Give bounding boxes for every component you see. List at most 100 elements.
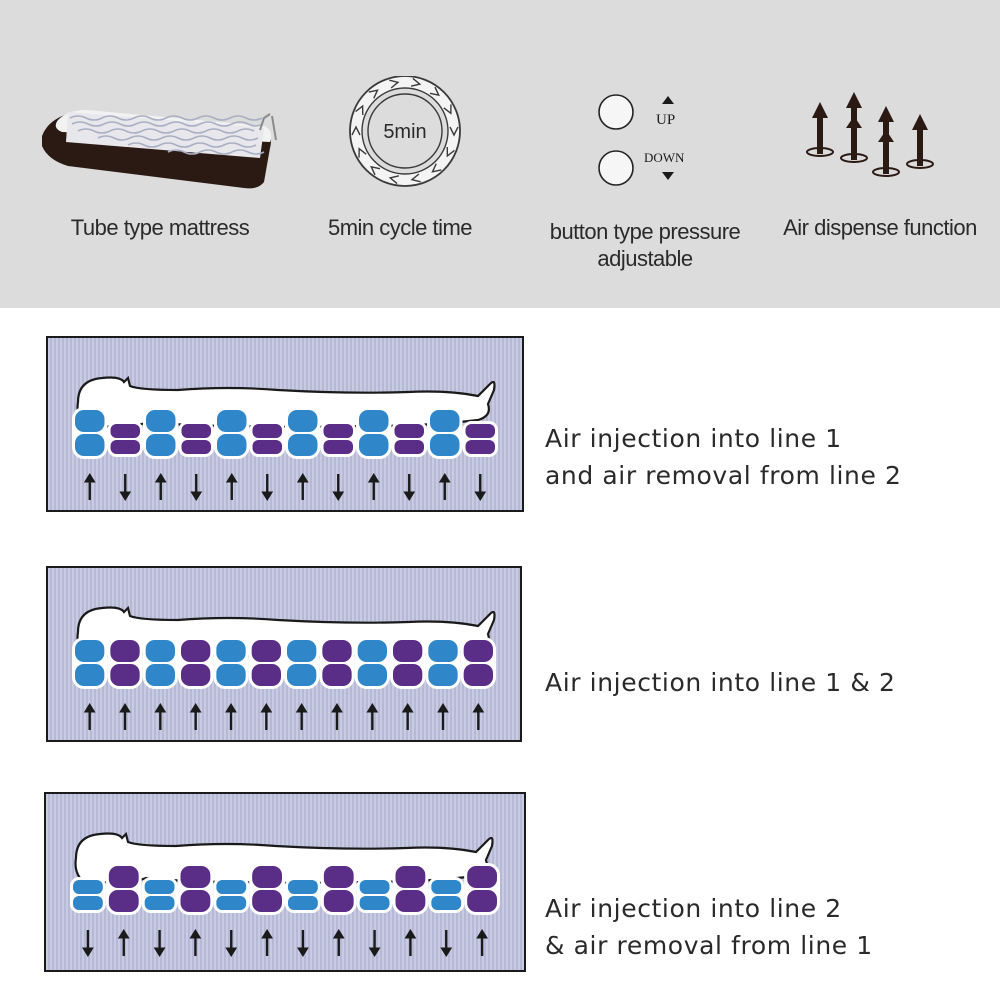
arrow-down-icon xyxy=(153,930,166,957)
down-text: DOWN xyxy=(644,150,685,165)
timer-text: 5min xyxy=(383,121,426,143)
arrow-up-icon xyxy=(476,929,488,956)
tube-line-1 xyxy=(427,407,463,459)
tube-line-1 xyxy=(141,877,178,913)
down-triangle-icon xyxy=(662,172,674,180)
tube-line-2 xyxy=(178,637,214,689)
feature-cycle-time: 5min 5min cycle time xyxy=(300,0,500,308)
arrow-down-icon xyxy=(368,930,381,957)
tube-line-2 xyxy=(391,421,427,457)
diagram-caption-2: Air injection into line 1 & 2 xyxy=(545,664,895,701)
down-button-icon xyxy=(598,150,634,186)
caption-line: & air removal from line 1 xyxy=(545,931,873,960)
arrow-down-icon xyxy=(190,474,203,501)
arrow-up-icon xyxy=(261,929,273,956)
pressure-buttons-icon: UP DOWN xyxy=(592,86,732,200)
feature-label: Air dispense function xyxy=(783,215,977,240)
tube-line-2 xyxy=(249,421,285,457)
tube-line-2 xyxy=(320,863,357,915)
tube-line-1 xyxy=(284,637,320,689)
arrow-up-icon xyxy=(117,929,130,956)
arrow-down-icon xyxy=(225,930,238,957)
up-text: UP xyxy=(656,112,675,128)
arrow-up-icon xyxy=(154,703,167,730)
tube-line-2 xyxy=(178,421,214,457)
arrow-down-icon xyxy=(119,474,132,501)
arrow-up-icon xyxy=(225,703,237,730)
tube-line-1 xyxy=(285,407,321,459)
tube-line-1 xyxy=(72,407,108,459)
feature-air-dispense: Air dispense function xyxy=(770,0,990,308)
feature-label: Tube type mattress xyxy=(70,215,250,240)
cycle-timer-icon: 5min xyxy=(346,75,464,198)
arrow-up-icon xyxy=(438,473,451,500)
arrow-up-icon xyxy=(295,703,308,730)
feature-label: button type pressure adjustable xyxy=(549,219,741,271)
arrow-up-icon xyxy=(154,473,167,500)
arrow-down-icon xyxy=(474,474,487,501)
arrow-up-icon xyxy=(119,703,131,730)
tube-line-2 xyxy=(177,863,214,915)
arrow-up-icon xyxy=(296,473,309,500)
arrow-up-icon xyxy=(472,703,485,730)
diagram-caption-1: Air injection into line 1 and air remova… xyxy=(545,420,902,494)
tube-line-1 xyxy=(143,407,179,459)
caption-line: Air injection into line 2 xyxy=(545,894,842,923)
arrow-up-icon xyxy=(437,703,449,730)
tube-line-2 xyxy=(107,637,143,689)
arrow-down-icon xyxy=(403,474,416,501)
tube-mattress-icon xyxy=(38,100,288,196)
tube-line-1 xyxy=(213,637,249,689)
tube-line-1 xyxy=(285,877,321,913)
diagram-panel-3 xyxy=(44,792,526,972)
feature-band: Tube type mattress 5min 5min cycle time … xyxy=(0,0,1000,308)
tube-line-2 xyxy=(319,637,355,689)
up-triangle-icon xyxy=(662,96,674,104)
arrow-up-icon xyxy=(367,473,380,500)
tube-line-2 xyxy=(390,637,426,689)
arrow-up-icon xyxy=(189,929,202,956)
tube-line-2 xyxy=(105,863,142,915)
arrow-up-icon xyxy=(331,703,343,730)
diagram-panel-2 xyxy=(46,566,522,742)
arrow-up-icon xyxy=(225,473,238,500)
arrow-up-icon xyxy=(401,703,414,730)
arrow-up-icon xyxy=(189,703,202,730)
tube-line-2 xyxy=(460,637,496,689)
feature-label: 5min cycle time xyxy=(327,215,473,240)
arrow-down-icon xyxy=(261,474,274,501)
caption-line: Air injection into line 1 xyxy=(545,424,842,453)
feature-tube-mattress: Tube type mattress xyxy=(20,0,300,308)
tube-line-1 xyxy=(425,637,461,689)
arrow-down-icon xyxy=(297,930,309,957)
tube-line-1 xyxy=(70,877,106,913)
tube-line-2 xyxy=(392,863,429,915)
up-button-icon xyxy=(598,94,634,130)
arrow-up-icon xyxy=(366,703,379,730)
tube-line-1 xyxy=(72,637,108,689)
tube-line-1 xyxy=(354,637,390,689)
tube-line-1 xyxy=(214,407,250,459)
arrow-up-icon xyxy=(83,473,96,500)
diagram-caption-3: Air injection into line 2 & air removal … xyxy=(545,890,873,964)
arrow-up-icon xyxy=(404,929,417,956)
tube-line-2 xyxy=(320,421,356,457)
tube-line-2 xyxy=(107,421,143,457)
tube-line-2 xyxy=(249,863,285,915)
tube-line-2 xyxy=(464,863,500,915)
arrow-down-icon xyxy=(332,474,345,501)
air-dispense-arrows-icon xyxy=(802,88,942,188)
arrow-down-icon xyxy=(440,930,453,957)
caption-line: and air removal from line 2 xyxy=(545,461,902,490)
arrow-up-icon xyxy=(83,703,96,730)
arrow-up-icon xyxy=(332,929,345,956)
tube-line-1 xyxy=(213,877,250,913)
tube-line-1 xyxy=(142,637,178,689)
caption-line: Air injection into line 1 & 2 xyxy=(545,668,896,697)
diagram-panel-1 xyxy=(46,336,524,512)
tube-line-1 xyxy=(356,877,393,913)
feature-pressure-buttons: UP DOWN button type pressure adjustable xyxy=(520,0,770,308)
tube-line-2 xyxy=(462,421,498,457)
tube-line-1 xyxy=(428,877,465,913)
arrow-up-icon xyxy=(260,703,273,730)
